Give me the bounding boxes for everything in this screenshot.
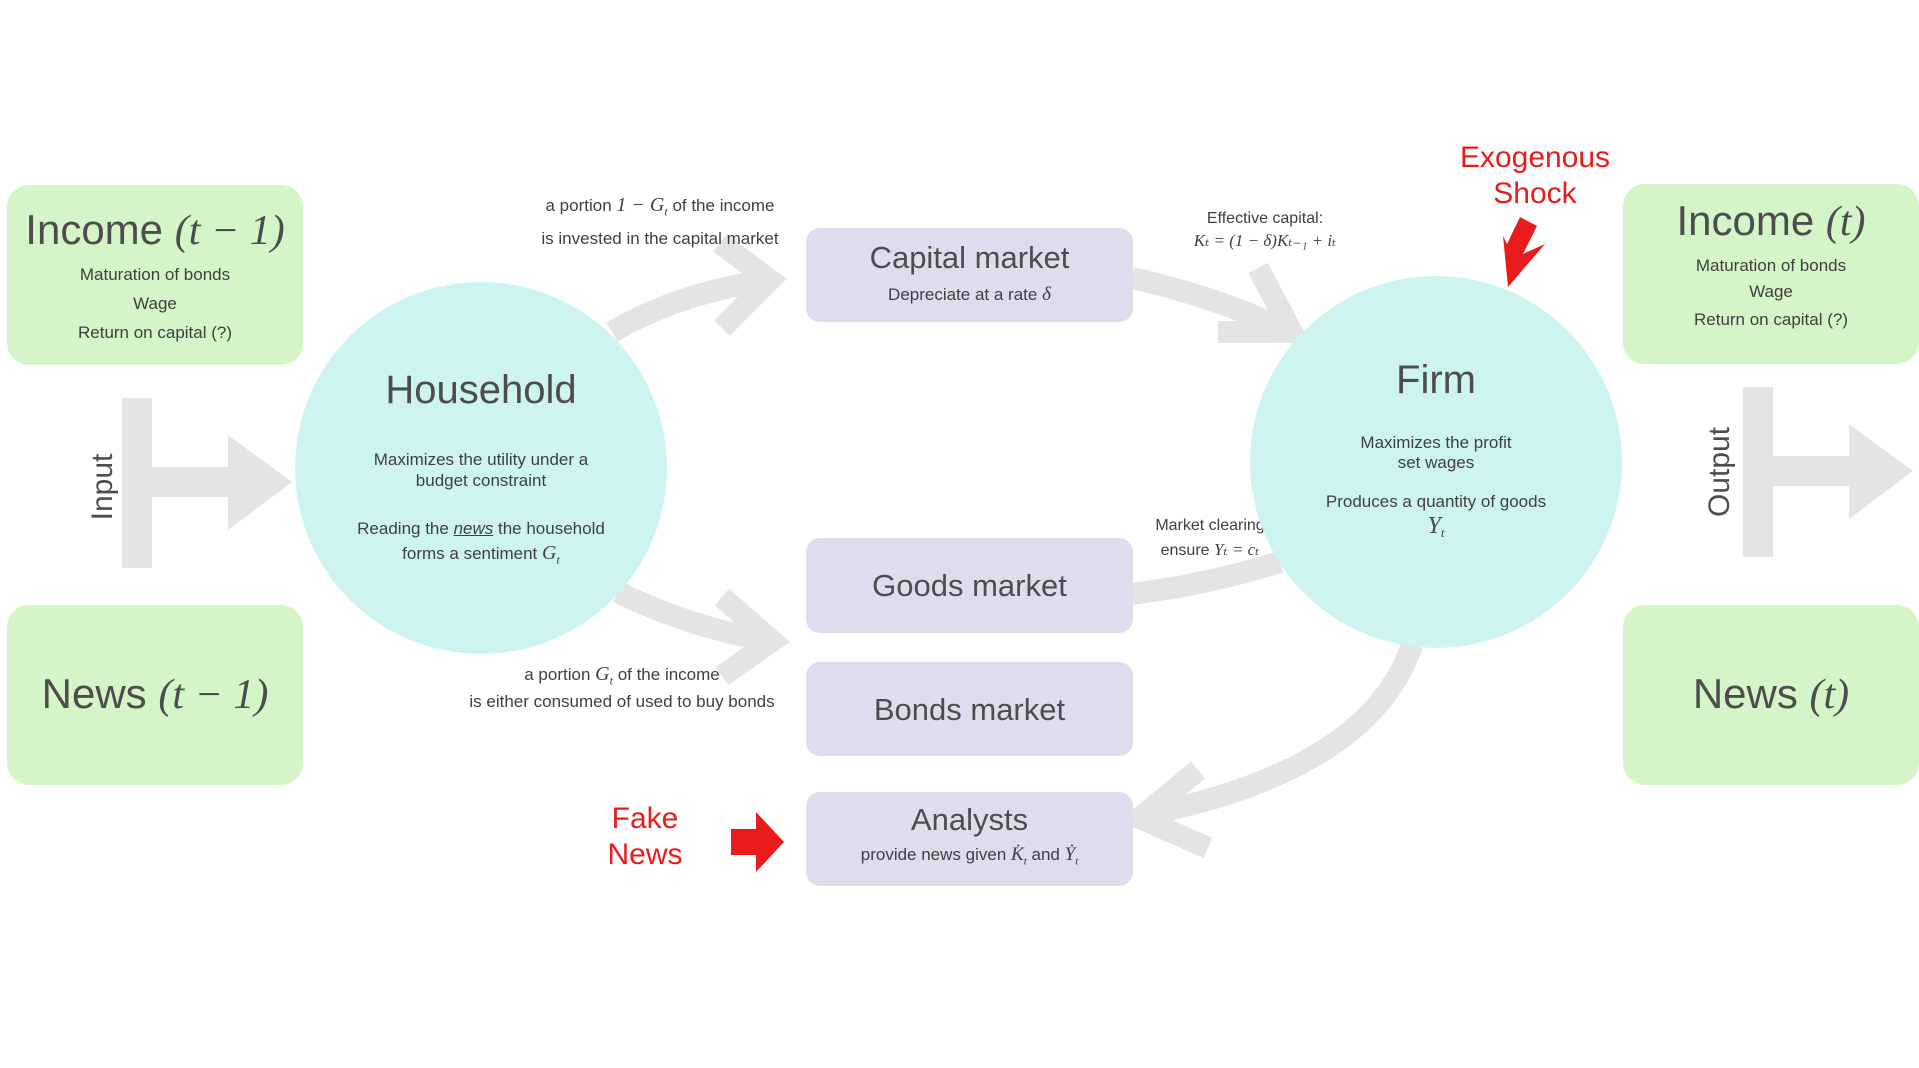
bonds-market-title: Bonds market bbox=[873, 692, 1066, 727]
consume-label-sub: t bbox=[609, 673, 613, 688]
fake-news-label: Fake News bbox=[590, 801, 700, 873]
effective-capital-formula: Kₜ = (1 − δ)Kₜ₋₁ + iₜ bbox=[1193, 231, 1337, 250]
analysts-sub-pre: provide news given bbox=[860, 845, 1007, 864]
news-now-word: News bbox=[1692, 670, 1798, 717]
income-now-item-3: Return on capital (?) bbox=[1693, 310, 1849, 329]
income-prev-math: (t − 1) bbox=[174, 208, 285, 254]
fake-news-line-1: Fake bbox=[611, 802, 679, 835]
news-prev-box: News (t − 1) bbox=[7, 605, 303, 785]
income-now-item-2: Wage bbox=[1749, 282, 1793, 301]
invest-label-line-2: is invested in the capital market bbox=[541, 229, 779, 249]
analysts-sub-and: and bbox=[1031, 845, 1060, 864]
income-now-item-1: Maturation of bonds bbox=[1695, 256, 1847, 275]
invest-label-post: of the income bbox=[672, 196, 775, 215]
analysts-sub: provide news given K̇t and Ẏt bbox=[806, 840, 1133, 876]
household-reading-pre: Reading the bbox=[357, 519, 449, 538]
output-label: Output bbox=[1703, 426, 1736, 518]
market-clearing-math: Yₜ = cₜ bbox=[1214, 540, 1260, 559]
news-now-box: News (t) bbox=[1623, 605, 1919, 785]
household-reading-news: news bbox=[453, 519, 494, 538]
news-now-title: News (t) bbox=[1623, 669, 1919, 720]
household-reading-post: the household bbox=[498, 519, 605, 538]
household-forms: forms a sentiment Gt bbox=[295, 541, 667, 571]
analysts-sub-k-t: t bbox=[1023, 855, 1027, 868]
capital-market-box: Capital market Depreciate at a rate δ bbox=[806, 228, 1133, 322]
invest-label-math: 1 − G bbox=[616, 194, 665, 216]
household-line-2: budget constraint bbox=[415, 471, 547, 490]
consume-label-pre: a portion bbox=[524, 665, 591, 684]
firm-circle: Firm Maximizes the profit set wages Prod… bbox=[1250, 276, 1622, 648]
analysts-sub-k: K̇ bbox=[1011, 844, 1024, 865]
invest-label-pre: a portion bbox=[545, 196, 612, 215]
news-prev-word: News bbox=[41, 670, 147, 717]
exogenous-line-1: Exogenous bbox=[1459, 141, 1611, 174]
output-arrow-icon bbox=[1743, 387, 1913, 557]
invest-arrow-icon bbox=[606, 269, 772, 342]
income-prev-title: Income (t − 1) bbox=[7, 206, 303, 255]
exogenous-shock-arrow-icon bbox=[1503, 217, 1545, 287]
income-now-title: Income (t) bbox=[1623, 197, 1919, 246]
invest-label-sub: t bbox=[664, 204, 668, 219]
fake-news-arrow-icon bbox=[731, 812, 784, 872]
firm-title: Firm bbox=[1396, 358, 1476, 402]
invest-label-line-1: a portion 1 − Gt of the income bbox=[505, 191, 815, 225]
news-prev-title: News (t − 1) bbox=[7, 669, 303, 720]
household-circle: Household Maximizes the utility under a … bbox=[295, 282, 667, 654]
capital-market-sub-text: Depreciate at a rate bbox=[888, 285, 1038, 304]
household-line-1: Maximizes the utility under a bbox=[373, 450, 589, 469]
consume-label: a portion Gt of the income is either con… bbox=[452, 663, 792, 713]
exogenous-line-2: Shock bbox=[1493, 177, 1577, 210]
analysts-box: Analysts provide news given K̇t and Ẏt bbox=[806, 792, 1133, 886]
income-prev-item-2: Wage bbox=[133, 294, 177, 313]
income-prev-word: Income bbox=[25, 206, 164, 253]
income-prev-box: Income (t − 1) Maturation of bonds Wage … bbox=[7, 185, 303, 365]
household-forms-text: forms a sentiment bbox=[402, 544, 538, 563]
goods-clearing-line-icon bbox=[1130, 551, 1284, 605]
firm-math-y: Y bbox=[1427, 513, 1441, 539]
household-reading: Reading the news the household bbox=[295, 517, 667, 541]
firm-to-analysts-arrow-icon bbox=[1142, 641, 1423, 826]
consume-label-math: G bbox=[595, 663, 610, 685]
fake-news-line-2: News bbox=[607, 838, 683, 871]
news-prev-math: (t − 1) bbox=[158, 672, 269, 718]
exogenous-shock-label: Exogenous Shock bbox=[1440, 140, 1630, 212]
income-now-math: (t) bbox=[1825, 199, 1866, 245]
household-forms-sub: t bbox=[556, 552, 560, 567]
input-label: Input bbox=[86, 453, 119, 521]
firm-math-sub: t bbox=[1440, 525, 1445, 541]
market-clearing-line-2: ensure Yₜ = cₜ bbox=[1140, 538, 1280, 563]
income-prev-item-1: Maturation of bonds bbox=[79, 265, 231, 284]
firm-line-1: Maximizes the profit bbox=[1360, 433, 1512, 452]
capital-market-sub: Depreciate at a rate δ bbox=[806, 280, 1133, 309]
income-now-box: Income (t) Maturation of bonds Wage Retu… bbox=[1623, 184, 1919, 364]
analysts-sub-y-t: t bbox=[1075, 855, 1079, 868]
income-now-word: Income bbox=[1676, 197, 1815, 244]
firm-line-2: set wages bbox=[1397, 453, 1475, 472]
market-clearing-ensure: ensure bbox=[1160, 542, 1210, 559]
invest-label: a portion 1 − Gt of the income is invest… bbox=[505, 191, 815, 253]
consume-label-line-2: is either consumed of used to buy bonds bbox=[469, 692, 775, 712]
consume-label-line-1: a portion Gt of the income bbox=[452, 663, 792, 691]
input-arrow-icon bbox=[122, 398, 292, 568]
goods-market-box: Goods market bbox=[806, 538, 1133, 633]
consume-label-post: of the income bbox=[617, 665, 720, 684]
market-clearing-label: Market clearing ensure Yₜ = cₜ bbox=[1140, 514, 1280, 563]
bonds-market-box: Bonds market bbox=[806, 662, 1133, 756]
effective-capital-line-1: Effective capital: bbox=[1206, 210, 1324, 227]
analysts-sub-y: Ẏ bbox=[1064, 844, 1076, 865]
firm-math: Yt bbox=[1250, 513, 1622, 541]
news-now-math: (t) bbox=[1809, 672, 1850, 718]
income-prev-item-3: Return on capital (?) bbox=[77, 323, 233, 342]
firm-line-3: Produces a quantity of goods bbox=[1325, 492, 1547, 511]
analysts-title: Analysts bbox=[910, 802, 1029, 837]
household-title: Household bbox=[385, 368, 577, 412]
effective-capital-label: Effective capital: Kₜ = (1 − δ)Kₜ₋₁ + iₜ bbox=[1150, 208, 1380, 252]
goods-market-title: Goods market bbox=[872, 568, 1067, 603]
capital-market-title: Capital market bbox=[869, 240, 1070, 275]
household-forms-math: G bbox=[542, 542, 557, 564]
market-clearing-line-1: Market clearing bbox=[1155, 517, 1265, 534]
capital-market-sub-math: δ bbox=[1042, 284, 1051, 305]
